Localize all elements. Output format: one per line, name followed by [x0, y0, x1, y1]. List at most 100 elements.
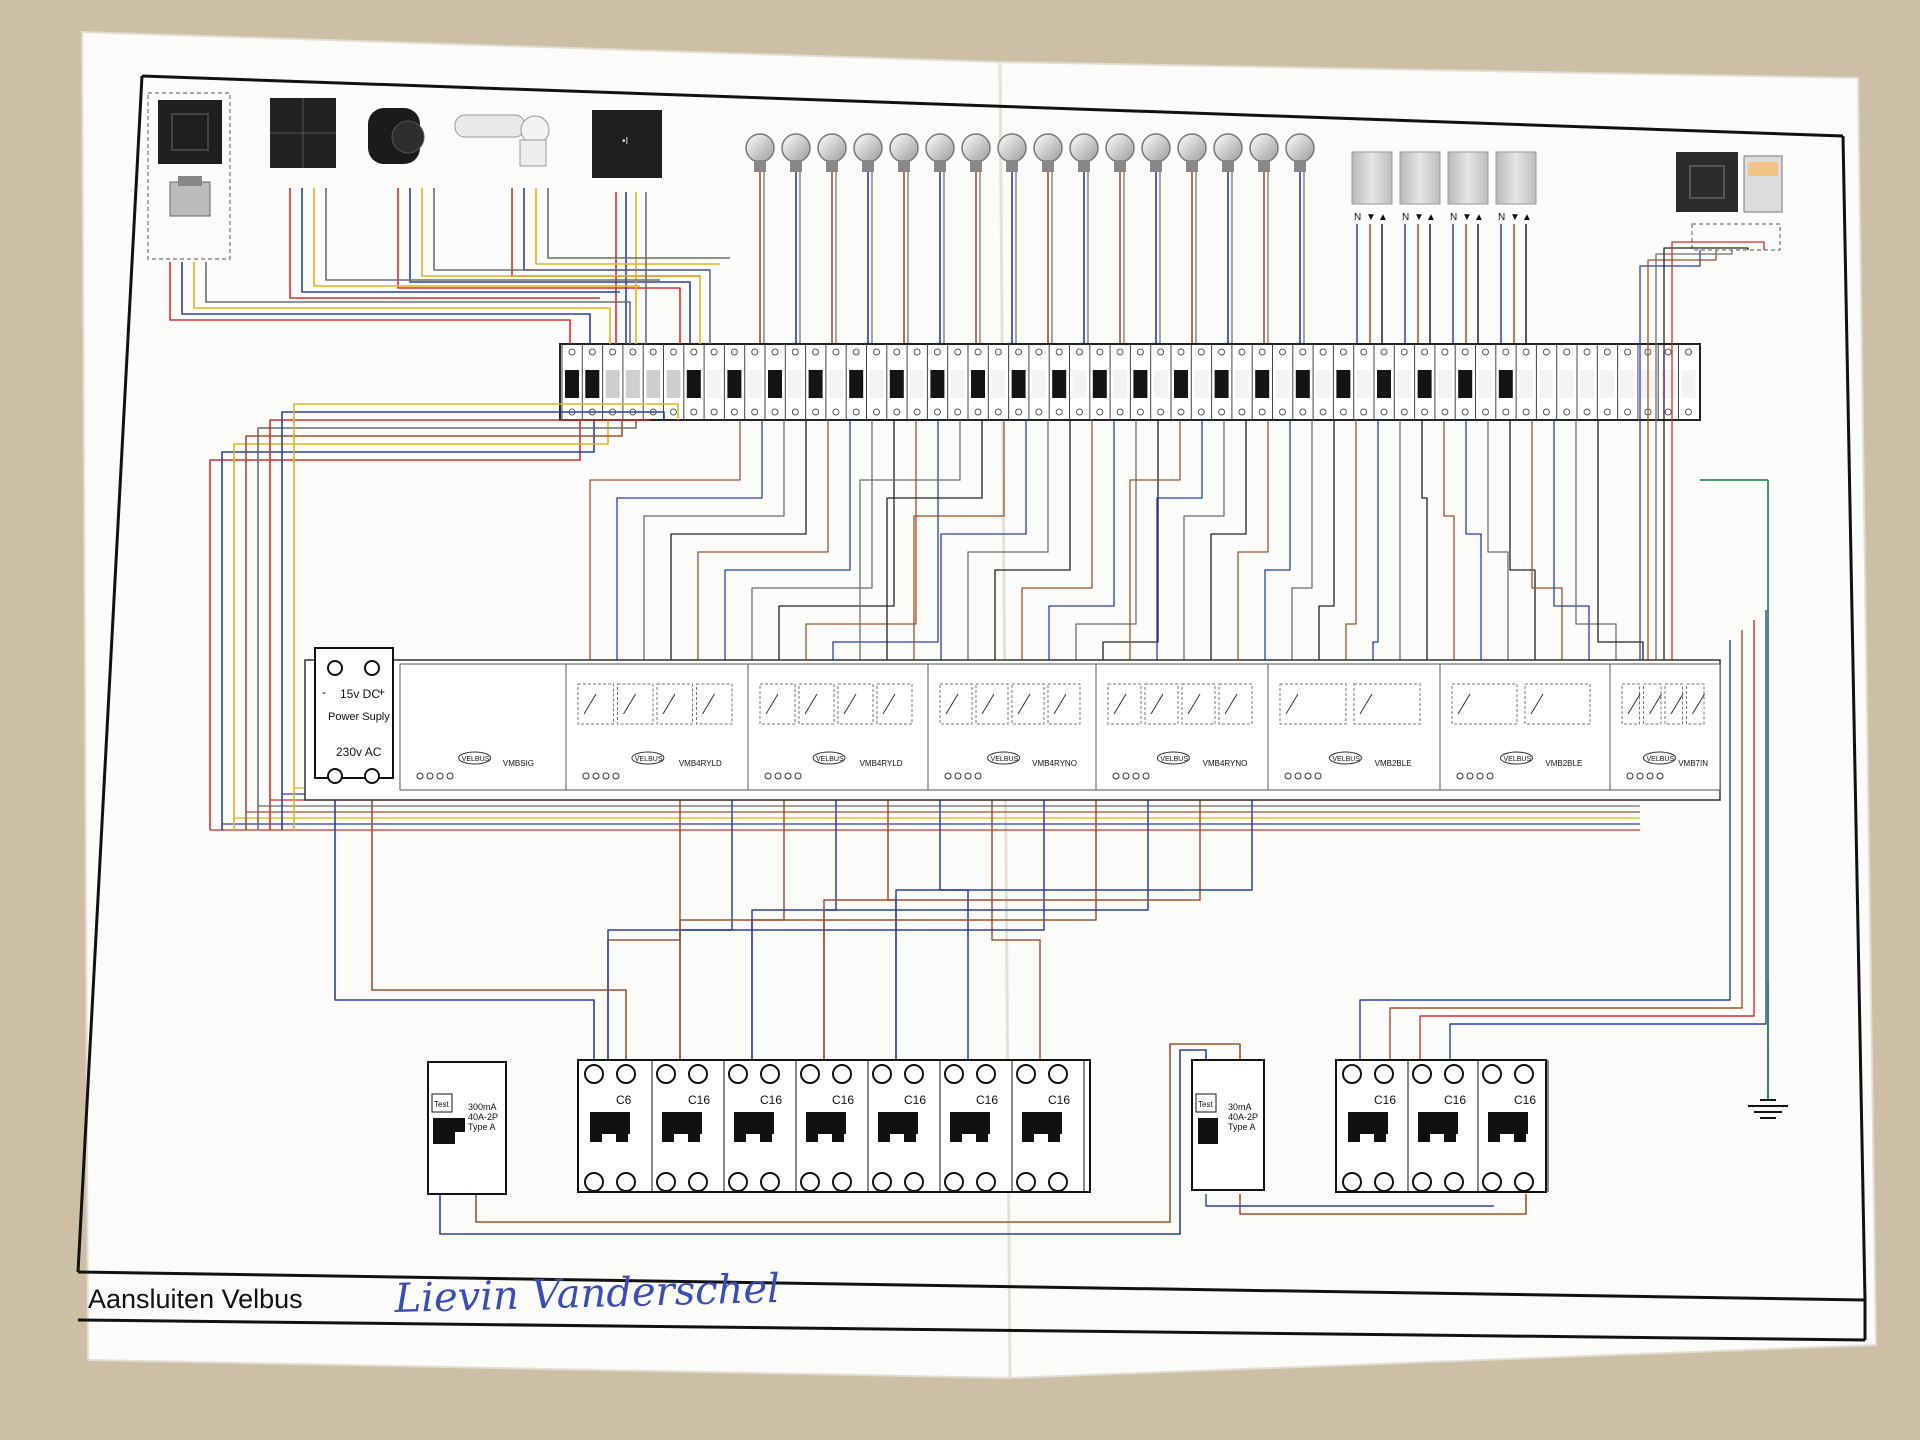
- wire: [1183, 420, 1225, 664]
- wire: [994, 420, 1071, 664]
- outdoor-sensor: [454, 114, 550, 167]
- blind-terminal-label: ▲: [1426, 212, 1436, 223]
- module-name: VMB4RYLD: [860, 759, 903, 768]
- module-name: VMB2BLE: [1545, 759, 1582, 768]
- single-touch-button: •I: [592, 110, 662, 178]
- light-bulb-icon: [925, 133, 955, 350]
- wire: [1359, 640, 1731, 1060]
- wire: [313, 188, 640, 287]
- wire: [967, 420, 1049, 664]
- velbus-module: VELBUS VMB4RYLD: [747, 663, 929, 791]
- wire: [1443, 420, 1455, 664]
- rcd-left-line2: 40A-2P: [468, 1112, 498, 1122]
- wire: [1509, 420, 1536, 664]
- roller-blind-icon: N▼▲: [1351, 151, 1393, 350]
- right-panel-and-module: [1676, 152, 1783, 251]
- wire: [289, 188, 600, 299]
- velbus-logo: VELBUS: [1332, 756, 1360, 763]
- blind-terminal-label: N: [1498, 212, 1505, 223]
- wire: [1419, 620, 1755, 1060]
- rcd-right-line1: 30mA: [1228, 1102, 1252, 1112]
- velbus-logo: VELBUS: [1647, 756, 1675, 763]
- earth-symbol: [1748, 980, 1788, 1119]
- velbus-logo: VELBUS: [635, 756, 663, 763]
- mcb-breaker: C16: [728, 1060, 797, 1192]
- light-bulb-icon: [1033, 133, 1063, 350]
- wire: [1239, 1194, 1527, 1215]
- wire: [293, 403, 679, 830]
- wire: [1048, 420, 1115, 664]
- light-bulb-icon: [1177, 133, 1207, 350]
- wire: [724, 420, 851, 664]
- mcb-breaker: C16: [1482, 1060, 1549, 1192]
- velbus-logo: VELBUS: [1160, 756, 1188, 763]
- wire: [778, 420, 895, 664]
- motion-sensor: [368, 108, 425, 164]
- wire: [1647, 250, 1717, 664]
- wire: [1156, 420, 1203, 664]
- wire: [895, 800, 1253, 1060]
- wire: [181, 262, 591, 344]
- wire: [607, 800, 1045, 1060]
- module-name: VMB4RYNO: [1032, 759, 1077, 768]
- light-bulb-icon: [1285, 133, 1315, 350]
- psu-line1: 15v DC: [340, 687, 380, 701]
- mcb-breaker: C16: [1016, 1060, 1085, 1192]
- wire: [697, 420, 829, 664]
- breaker-rating: C16: [760, 1093, 782, 1107]
- wire: [1421, 420, 1428, 664]
- wire: [886, 420, 983, 664]
- blind-terminal-label: N: [1450, 212, 1457, 223]
- wire: [1487, 420, 1509, 664]
- rcd-right-test: Test: [1198, 1100, 1213, 1109]
- wire: [257, 420, 637, 830]
- breaker-rating: C16: [1444, 1093, 1466, 1107]
- wire: [547, 188, 730, 259]
- module-name: VMBSIG: [503, 759, 534, 768]
- wire: [670, 420, 807, 664]
- wire: [991, 800, 1041, 1060]
- light-bulb-icon: [853, 133, 883, 350]
- breaker-rating: C16: [832, 1093, 854, 1107]
- module-name: VMB7IN: [1678, 759, 1708, 768]
- wire: [1129, 420, 1181, 664]
- psu-minus: -: [322, 685, 326, 699]
- breaker-rating: C16: [1048, 1093, 1070, 1107]
- wire: [1237, 420, 1269, 664]
- module-name: VMB4RYLD: [679, 759, 722, 768]
- wire: [1205, 1194, 1494, 1207]
- wire: [1575, 420, 1617, 664]
- wire: [397, 188, 681, 344]
- mcb-breaker: C16: [656, 1060, 725, 1192]
- wire: [1345, 420, 1357, 664]
- wire: [205, 262, 631, 344]
- wire: [439, 1049, 1207, 1235]
- wire: [1318, 420, 1335, 664]
- rcd-right-line3: Type A: [1228, 1122, 1256, 1132]
- velbus-logo: VELBUS: [816, 756, 844, 763]
- light-bulb-icon: [997, 133, 1027, 350]
- wire: [823, 800, 1201, 1060]
- mcb-breaker: C16: [872, 1060, 941, 1192]
- signature: Lievin Vanderschel: [393, 1266, 780, 1322]
- wire: [233, 420, 609, 830]
- wire: [193, 262, 611, 344]
- wire: [209, 420, 581, 830]
- top-devices: •I N▼▲N▼▲N▼▲N▼▲: [147, 92, 1783, 350]
- wire: [281, 411, 665, 830]
- psu-plus: +: [378, 685, 385, 699]
- wire: [1597, 420, 1644, 664]
- wire: [679, 800, 1097, 1060]
- light-bulb-icon: [1249, 133, 1279, 350]
- wire: [1291, 420, 1313, 664]
- velbus-module: VELBUS VMB4RYLD: [565, 663, 749, 791]
- light-bulb-icon: [817, 133, 847, 350]
- rcd-right: Test 30mA 40A-2P Type A: [1191, 1059, 1265, 1191]
